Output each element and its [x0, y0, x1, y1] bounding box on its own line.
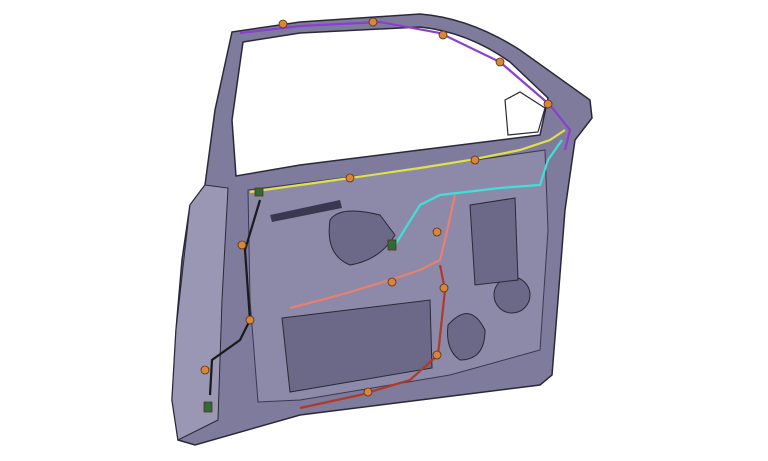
connector [200, 365, 210, 375]
connectors [200, 17, 553, 413]
speaker-recess [447, 313, 486, 361]
connector [387, 277, 397, 287]
connector [470, 155, 480, 165]
speaker-grille-strip [270, 200, 342, 222]
connector [345, 173, 355, 183]
connector [495, 57, 505, 67]
wire-yellow [249, 129, 566, 194]
wire-purple [239, 20, 572, 151]
connector [432, 227, 442, 237]
connector [432, 350, 442, 360]
quarter-glass-opening [504, 91, 546, 136]
connector-green [387, 239, 397, 251]
connector [438, 30, 448, 40]
connector-green [203, 401, 213, 413]
wire-salmon [289, 194, 457, 310]
connector [278, 19, 288, 29]
wire-black [208, 199, 262, 396]
connector [237, 240, 247, 250]
connector [368, 17, 378, 27]
left-pillar [171, 184, 229, 441]
door-panel [171, 13, 593, 446]
window-opening [231, 26, 549, 177]
wire-cyan [394, 139, 563, 246]
connector [439, 283, 449, 293]
lower-recess [281, 299, 433, 393]
connector-green [254, 187, 264, 197]
connector [363, 387, 373, 397]
upper-right-recess [469, 197, 519, 286]
handle-recess [328, 210, 396, 266]
connector [543, 99, 553, 109]
connector [245, 315, 255, 325]
